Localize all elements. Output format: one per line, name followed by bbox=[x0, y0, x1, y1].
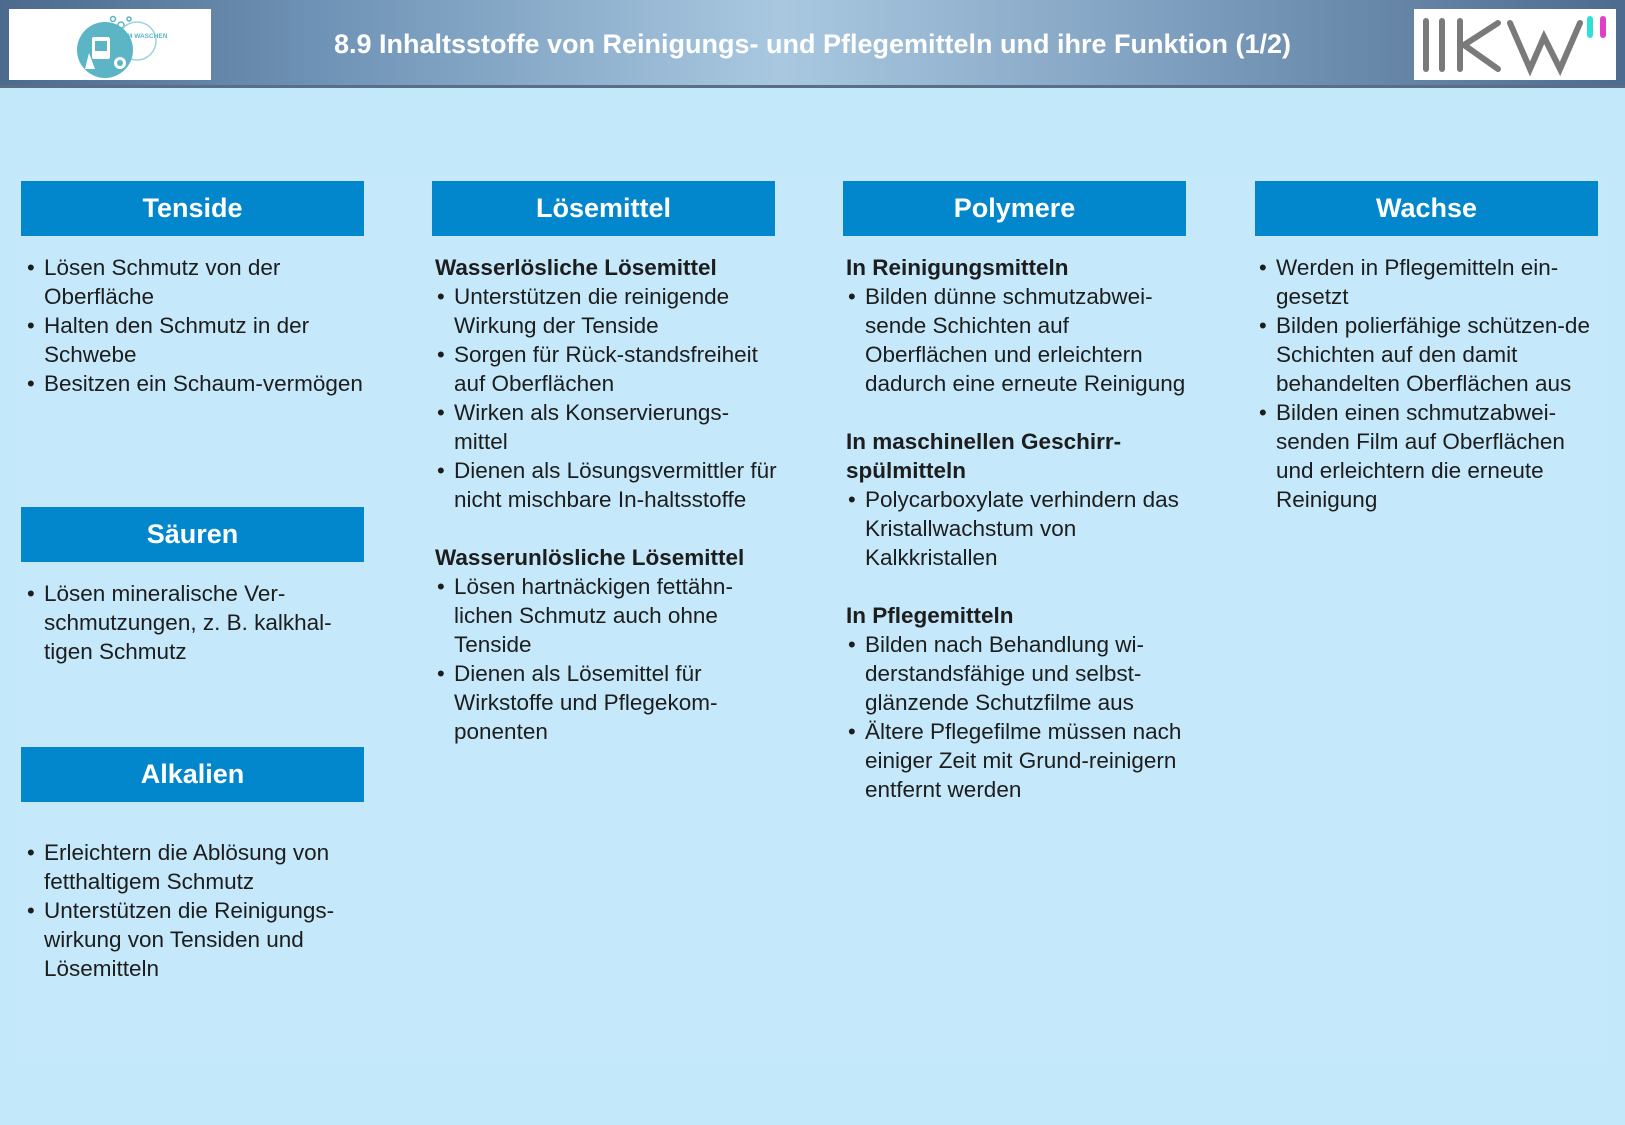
list-item: Halten den Schmutz in der Schwebe bbox=[25, 311, 370, 369]
subheading: In Reinigungsmitteln bbox=[846, 255, 1069, 280]
list-item: Dienen als Lösemittel für Wirkstoffe und… bbox=[435, 659, 780, 746]
alkalien-list: Erleichtern die Ablösung von fetthaltige… bbox=[25, 838, 370, 983]
list-item: Bilden nach Behandlung wi-derstandsfähig… bbox=[846, 630, 1191, 717]
subheading: In Pflegemitteln bbox=[846, 603, 1014, 628]
list-item: Bilden polierfähige schützen-de Schichte… bbox=[1257, 311, 1602, 398]
polymere-content: In Reinigungsmitteln Bilden dünne schmut… bbox=[846, 253, 1191, 804]
forum-waschen-logo: FORUM WASCHEN bbox=[9, 9, 211, 80]
loesemittel-heading: Lösemittel bbox=[432, 181, 775, 236]
page-title: 8.9 Inhaltsstoffe von Reinigungs- und Pf… bbox=[333, 29, 1292, 59]
header-bar: FORUM WASCHEN 8.9 Inhaltsstoffe von Rein… bbox=[0, 0, 1625, 88]
subheading: Wasserlösliche Lösemittel bbox=[435, 255, 717, 280]
list-item: Erleichtern die Ablösung von fetthaltige… bbox=[25, 838, 370, 896]
saeuren-list: Lösen mineralische Ver-schmutzungen, z. … bbox=[25, 579, 370, 666]
list-item: Polycarboxylate verhindern das Kristallw… bbox=[846, 485, 1191, 572]
ikw-logo-icon bbox=[1423, 16, 1606, 77]
list-item: Ältere Pflegefilme müssen nach einiger Z… bbox=[846, 717, 1191, 804]
list-item: Wirken als Konservierungs-mittel bbox=[435, 398, 780, 456]
loesemittel-content: Wasserlösliche Lösemittel Unterstützen d… bbox=[435, 253, 780, 746]
forum-waschen-logo-icon: FORUM WASCHEN bbox=[77, 15, 168, 78]
list-item: Dienen als Lösungsvermittler für nicht m… bbox=[435, 456, 780, 514]
wachse-list: Werden in Pflegemitteln ein-gesetzt Bild… bbox=[1257, 253, 1602, 514]
ikw-logo bbox=[1414, 9, 1616, 80]
list-item: Unterstützen die Reinigungs-wirkung von … bbox=[25, 896, 370, 983]
wachse-heading: Wachse bbox=[1255, 181, 1598, 236]
tenside-list: Lösen Schmutz von der Oberfläche Halten … bbox=[25, 253, 370, 398]
list-item: Unterstützen die reinigende Wirkung der … bbox=[435, 282, 780, 340]
saeuren-heading: Säuren bbox=[21, 507, 364, 562]
alkalien-heading: Alkalien bbox=[21, 747, 364, 802]
list-item: Besitzen ein Schaum-vermögen bbox=[25, 369, 370, 398]
list-item: Bilden einen schmutzabwei-senden Film au… bbox=[1257, 398, 1602, 514]
subheading: In maschinellen Geschirr-spülmitteln bbox=[846, 429, 1122, 483]
logo-forum-text: FORUM WASCHEN bbox=[109, 33, 168, 40]
tenside-heading: Tenside bbox=[21, 181, 364, 236]
list-item: Lösen hartnäckigen fettähn-lichen Schmut… bbox=[435, 572, 780, 659]
list-item: Lösen Schmutz von der Oberfläche bbox=[25, 253, 370, 311]
list-item: Bilden dünne schmutzabwei-sende Schichte… bbox=[846, 282, 1191, 398]
list-item: Sorgen für Rück-standsfreiheit auf Oberf… bbox=[435, 340, 780, 398]
list-item: Werden in Pflegemitteln ein-gesetzt bbox=[1257, 253, 1602, 311]
list-item: Lösen mineralische Ver-schmutzungen, z. … bbox=[25, 579, 370, 666]
subheading: Wasserunlösliche Lösemittel bbox=[435, 545, 745, 570]
polymere-heading: Polymere bbox=[843, 181, 1186, 236]
